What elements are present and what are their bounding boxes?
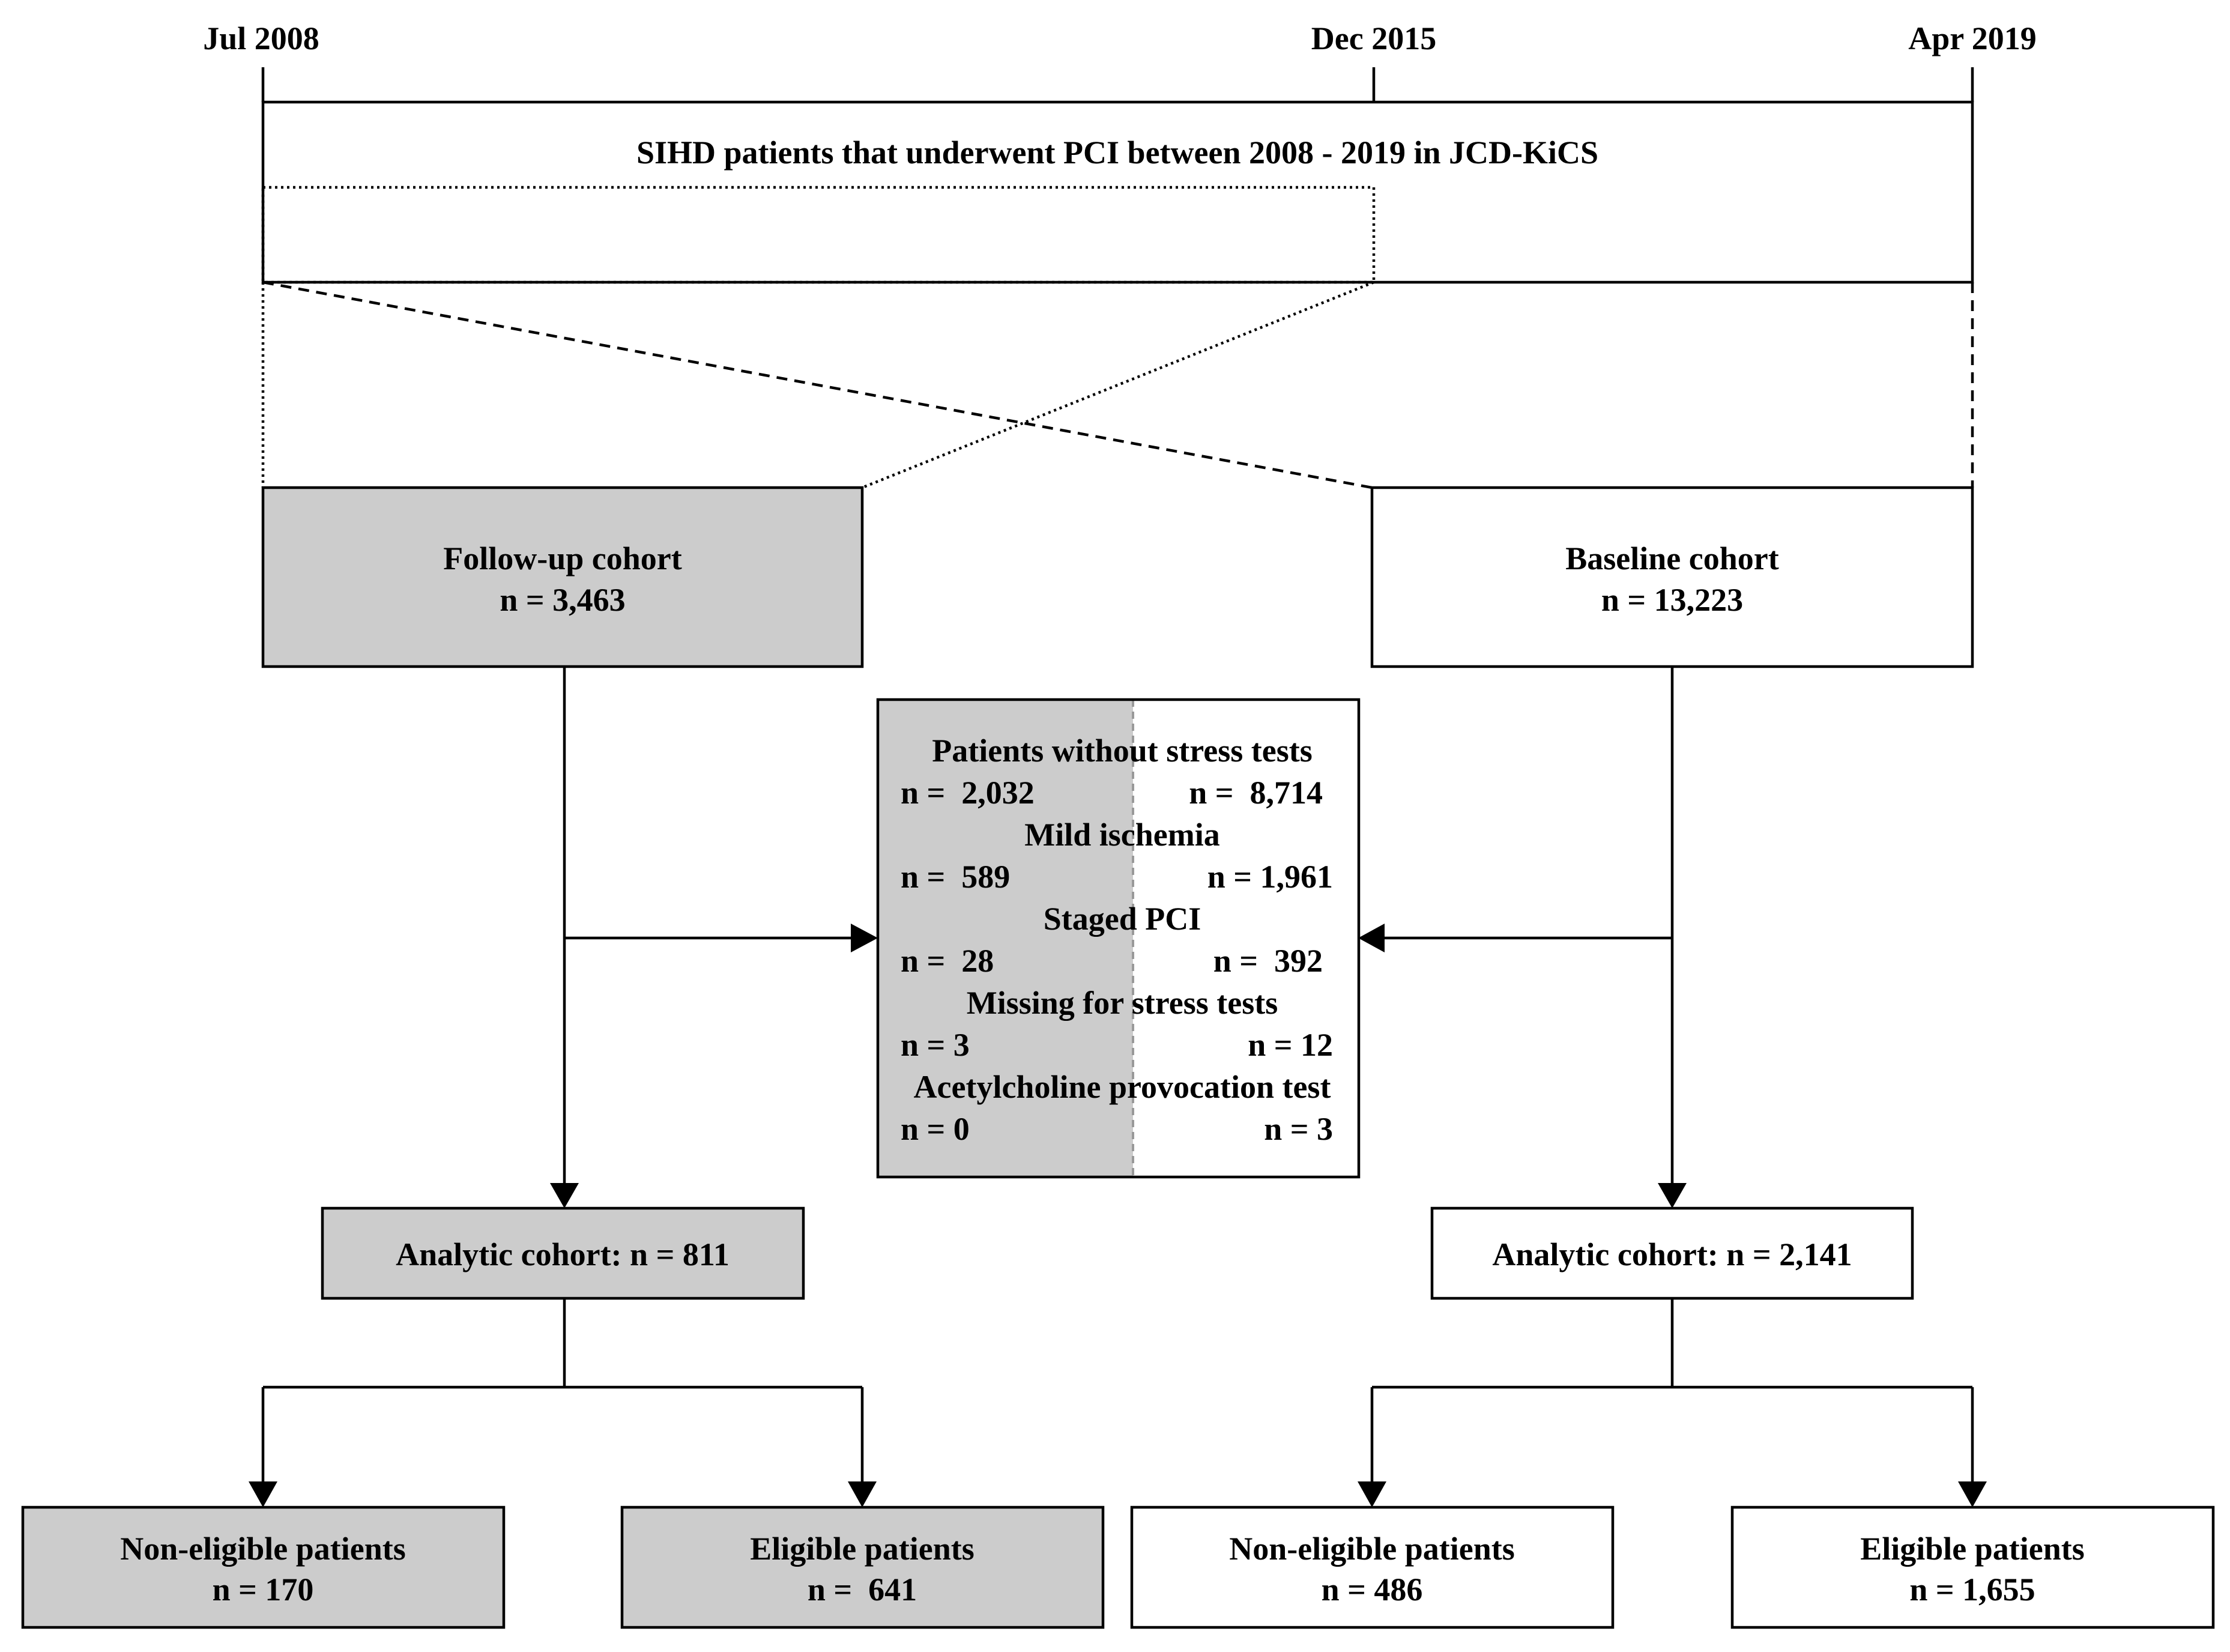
exclusion-baseline-n: n = 12 (1248, 1027, 1333, 1063)
baseline-eligible-box: Eligible patients n = 1,655 (1730, 1505, 2215, 1629)
followup-noneligible-title: Non-eligible patients (120, 1531, 406, 1567)
exclusion-box-baseline-half (1133, 700, 1359, 1177)
followup-noneligible-n: n = 170 (213, 1572, 314, 1608)
baseline-projection-left (262, 280, 1373, 489)
followup-eligible-arrowhead (848, 1481, 877, 1507)
exclusion-baseline-n: n = 8,714 (1189, 775, 1323, 811)
baseline-cohort-n: n = 13,223 (1601, 582, 1743, 618)
baseline-noneligible-arrowhead (1358, 1481, 1386, 1507)
followup-eligible-box: Eligible patients n = 641 (620, 1505, 1105, 1629)
timeline-end-label: Apr 2019 (1908, 20, 2037, 56)
followup-eligible-title: Eligible patients (750, 1531, 974, 1567)
baseline-noneligible-n: n = 486 (1322, 1572, 1423, 1608)
baseline-exclusion-arrowhead (1358, 924, 1385, 952)
exclusion-followup-n: n = 3 (901, 1027, 970, 1063)
exclusion-followup-n: n = 2,032 (901, 775, 1035, 811)
baseline-cohort-box: Baseline cohort n = 13,223 (1370, 486, 1974, 668)
exclusion-label: Mild ischemia (1024, 817, 1219, 853)
timeline-mid-label: Dec 2015 (1311, 20, 1436, 56)
exclusion-baseline-n: n = 3 (1264, 1111, 1333, 1147)
followup-flow-arrowhead (550, 1183, 579, 1208)
followup-projection-right (862, 280, 1374, 489)
exclusion-label: Acetylcholine provocation test (914, 1069, 1331, 1105)
exclusion-baseline-n: n = 392 (1213, 943, 1323, 979)
timeline-start-label: Jul 2008 (203, 20, 319, 56)
exclusion-box-frame (876, 698, 1361, 1179)
baseline-eligible-title: Eligible patients (1860, 1531, 2085, 1567)
timeline-title: SIHD patients that underwent PCI between… (636, 135, 1598, 171)
baseline-cohort-title: Baseline cohort (1565, 540, 1778, 576)
exclusion-box-followup-half (878, 700, 1133, 1177)
followup-analytic-label: Analytic cohort: n = 811 (396, 1236, 730, 1272)
exclusion-baseline-n: n = 1,961 (1207, 859, 1333, 895)
baseline-noneligible-box: Non-eligible patients n = 486 (1130, 1505, 1615, 1629)
followup-cohort-title: Follow-up cohort (443, 540, 682, 576)
exclusion-label: Staged PCI (1044, 901, 1201, 937)
followup-cohort-box: Follow-up cohort n = 3,463 (261, 486, 864, 668)
baseline-flow-arrowhead (1658, 1183, 1687, 1208)
baseline-noneligible-title: Non-eligible patients (1229, 1531, 1515, 1567)
followup-exclusion-arrowhead (851, 924, 878, 952)
exclusion-label: Patients without stress tests (932, 733, 1312, 769)
exclusion-followup-n: n = 28 (901, 943, 994, 979)
exclusion-label: Missing for stress tests (967, 985, 1278, 1021)
followup-noneligible-box: Non-eligible patients n = 170 (21, 1505, 506, 1629)
followup-cohort-n: n = 3,463 (500, 582, 625, 618)
exclusion-followup-n: n = 589 (901, 859, 1010, 895)
baseline-eligible-n: n = 1,655 (1909, 1572, 2035, 1608)
baseline-analytic-label: Analytic cohort: n = 2,141 (1492, 1236, 1852, 1272)
followup-noneligible-arrowhead (249, 1481, 277, 1507)
followup-period-band (261, 186, 1376, 284)
exclusion-box: Patients without stress tests n = 2,032 … (876, 698, 1361, 1179)
baseline-analytic-box: Analytic cohort: n = 2,141 (1430, 1206, 1914, 1300)
timeline-frame (261, 100, 1974, 284)
baseline-eligible-arrowhead (1958, 1481, 1987, 1507)
exclusion-followup-n: n = 0 (901, 1111, 970, 1147)
followup-eligible-n: n = 641 (808, 1572, 917, 1608)
followup-analytic-box: Analytic cohort: n = 811 (321, 1206, 805, 1300)
